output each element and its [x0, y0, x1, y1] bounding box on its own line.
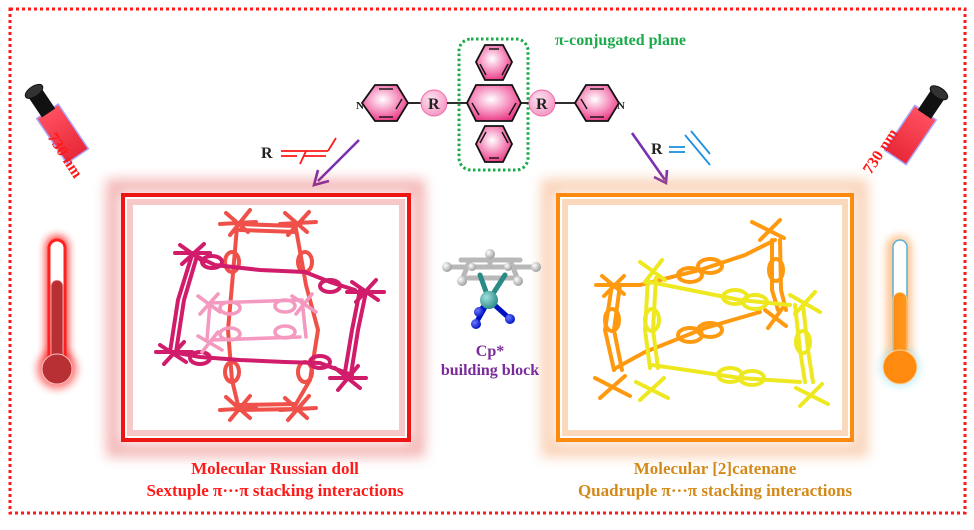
russian-doll-subtitle: Sextuple π···π stacking interactions: [146, 481, 404, 500]
right-r-text: R: [651, 141, 663, 158]
catenane-subtitle: Quadruple π···π stacking interactions: [577, 481, 853, 500]
right-thermometer-icon: [880, 235, 920, 387]
cp-building-block-caption: Cp* building block: [420, 342, 560, 380]
russian-doll-structure: [154, 208, 386, 422]
catenane-title: Molecular [2]catenane: [633, 459, 797, 478]
building-block-label: building block: [440, 362, 540, 379]
russian-doll-panel: [106, 179, 425, 457]
catenane-panel: [541, 179, 868, 457]
nitrogen-right: N: [617, 100, 625, 112]
catenane-structure: [593, 218, 830, 408]
left-r-text: R: [261, 145, 273, 162]
r-label-left: R: [428, 96, 440, 113]
russian-doll-title: Molecular Russian doll: [191, 459, 359, 478]
nitrogen-left: N: [356, 100, 364, 112]
left-pyridine-ring: [360, 84, 410, 122]
right-pyridine-ring: [573, 84, 621, 122]
cp-star-label: Cp*: [475, 343, 505, 360]
r-label-right: R: [536, 96, 548, 113]
russian-doll-caption: Molecular Russian doll Sextuple π···π st…: [120, 458, 430, 502]
pi-conjugated-plane-label: π-conjugated plane: [555, 32, 686, 49]
right-laser-flashlight-icon: [883, 85, 949, 166]
dotted-border: [8, 7, 967, 515]
left-r-definition: R: [261, 137, 337, 165]
pi-plane-box: [457, 37, 530, 172]
left-arrow: [312, 139, 360, 187]
right-r-definition: R: [651, 130, 711, 166]
catenane-caption: Molecular [2]catenane Quadruple π···π st…: [555, 458, 875, 502]
left-thermometer-icon: [37, 235, 77, 389]
cp-star-building-block-icon: [442, 249, 541, 329]
anthracene-core: [465, 44, 523, 163]
left-laser-flashlight-icon: [24, 83, 90, 165]
ligand-structure: N N R R: [356, 37, 625, 172]
